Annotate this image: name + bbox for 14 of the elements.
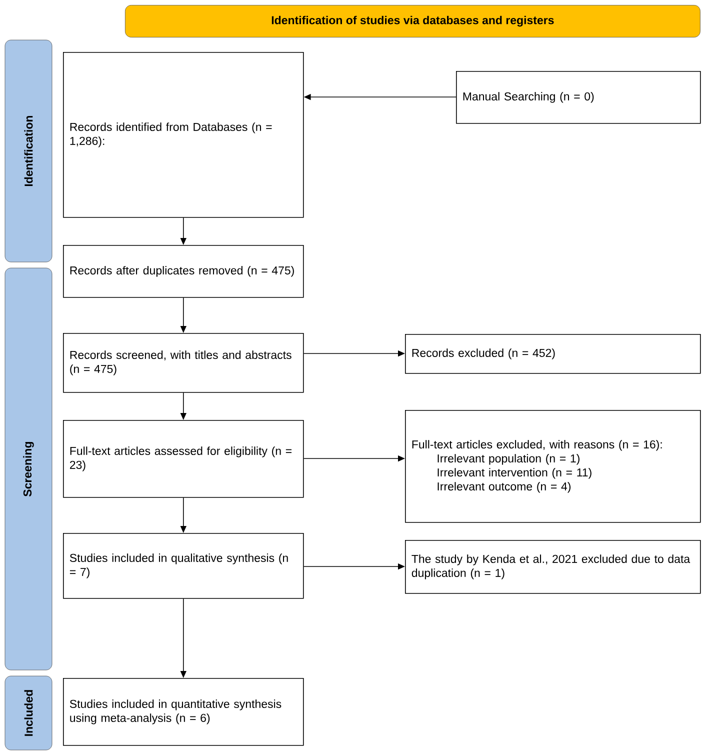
process-box: Manual Searching (n = 0) <box>456 71 701 124</box>
process-box: Studies included in quantitative synthesis using meta-analysis (n = 6) <box>63 678 304 746</box>
process-box: Records excluded (n = 452) <box>405 334 701 374</box>
process-box: The study by Kenda et al., 2021 excluded due to data duplication (n = 1) <box>405 540 701 594</box>
phase-band: Screening <box>4 268 52 670</box>
process-box: Studies included in qualitative synthesis (n = 7) <box>63 533 304 599</box>
process-box: Records identified from Databases (n = 1,286): <box>63 52 304 218</box>
process-box: Records after duplicates removed (n = 475) <box>63 245 304 298</box>
section-banner: Identification of studies via databases and registers <box>125 5 700 38</box>
process-box: Full-text articles assessed for eligibility (n = 23) <box>63 420 304 498</box>
process-box: Full-text articles excluded, with reasons (n = 16): Irrelevant population (n = 1) Irrelevant intervention (n = 11) Irrelevant outcome (n = 4) <box>405 410 701 523</box>
phase-band: Identification <box>4 40 52 262</box>
phase-band: Included <box>4 676 52 750</box>
process-box: Records screened, with titles and abstracts (n = 475) <box>63 333 304 393</box>
